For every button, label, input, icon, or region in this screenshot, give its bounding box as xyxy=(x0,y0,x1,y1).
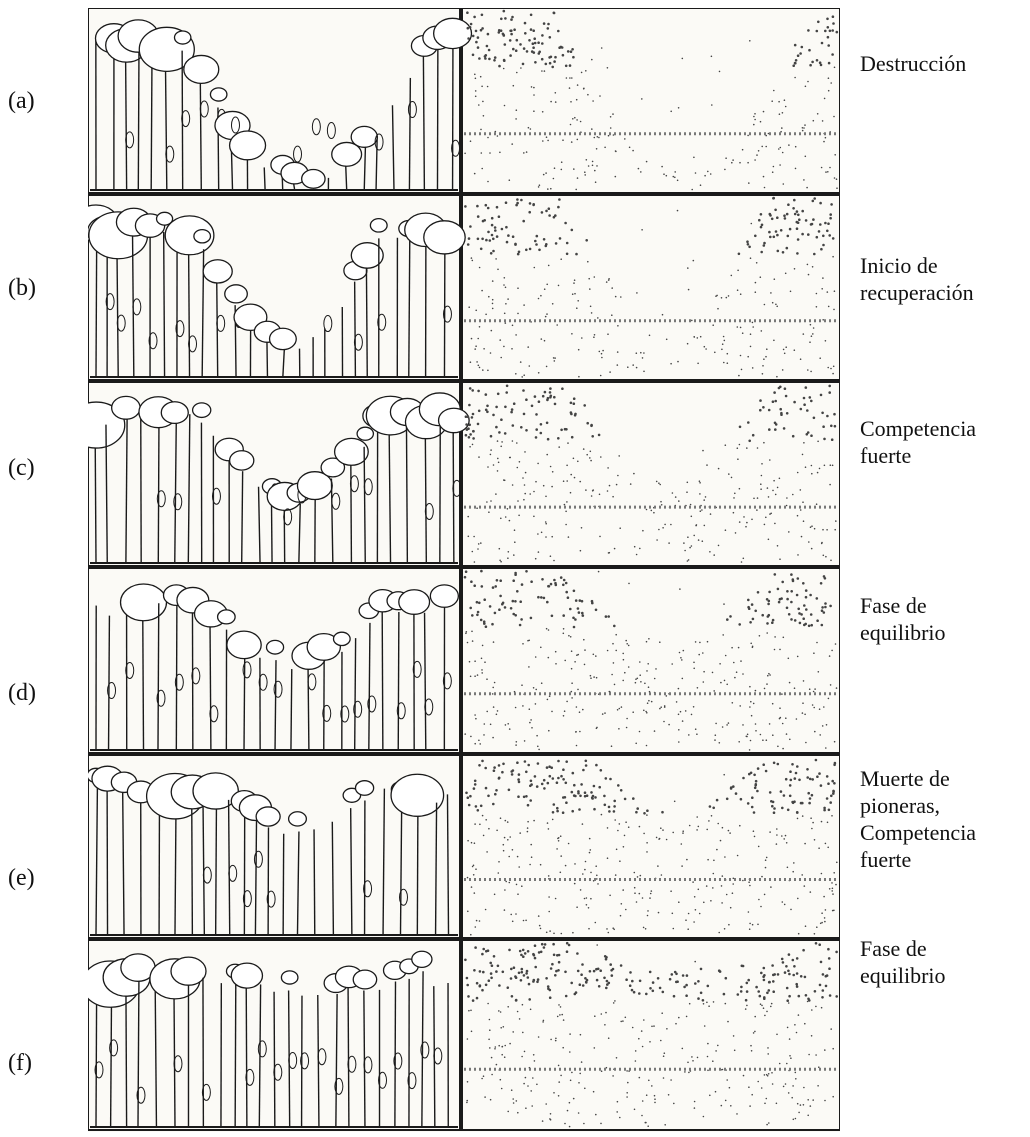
stage-label-inicio-recuperacion: Inicio de recuperación xyxy=(860,252,1030,306)
stage-label-muerte-pioneras: Muerte de pioneras, Competencia fuerte xyxy=(860,765,1030,873)
panel-label-c: (c) xyxy=(8,455,70,482)
panel-label-e: (e) xyxy=(8,865,70,892)
stage-label-competencia-fuerte: Competencia fuerte xyxy=(860,415,1030,469)
panel-label-b: (b) xyxy=(8,275,70,302)
panel-label-d: (d) xyxy=(8,680,70,707)
stage-label-fase-equilibrio-1: Fase de equilibrio xyxy=(860,592,1030,646)
panel-label-f: (f) xyxy=(8,1050,70,1077)
succession-drawing xyxy=(88,8,840,1132)
stage-label-fase-equilibrio-2: Fase de equilibrio xyxy=(860,935,1030,989)
stage-label-destruccion: Destrucción xyxy=(860,50,1030,77)
panel-label-a: (a) xyxy=(8,88,70,115)
